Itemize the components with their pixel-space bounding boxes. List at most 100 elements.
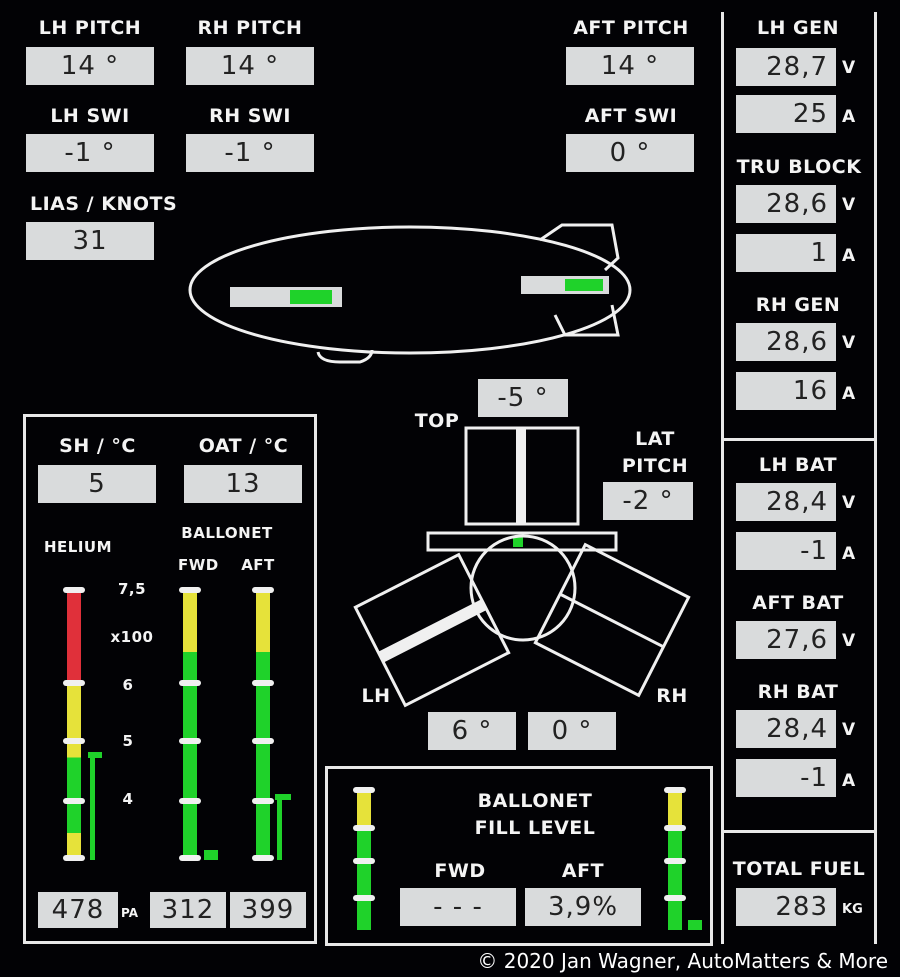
fwd-pressure-value: 312 — [150, 892, 226, 928]
lh-bat-amps-unit: A — [842, 544, 856, 564]
lh-pitch-label: LH PITCH — [38, 17, 142, 39]
lh-pitch-value: 14 ° — [26, 47, 154, 85]
rh-bat-volts: 28,4 — [736, 710, 836, 748]
fill-aft-label: AFT — [561, 860, 605, 882]
fwd-tick — [179, 680, 201, 686]
rh-bat-amps: -1 — [736, 759, 836, 797]
sh-temp-value: 5 — [38, 465, 156, 503]
helium-pressure-value: 478 — [38, 892, 118, 928]
fwd-tick — [179, 587, 201, 593]
rh-bat-volts-unit: V — [842, 720, 856, 740]
helium-tick — [63, 855, 85, 861]
airship-envelope — [188, 225, 632, 355]
aft-bat-volts: 27,6 — [736, 621, 836, 659]
helium-tick — [63, 680, 85, 686]
rh-tilt-value: 0 ° — [528, 712, 616, 750]
tru-block-amps: 1 — [736, 234, 836, 272]
fill-title-2: FILL LEVEL — [474, 817, 596, 839]
fill-fwd-tick — [353, 825, 375, 831]
aft-swi-value: 0 ° — [566, 134, 694, 172]
fwd-tick — [179, 738, 201, 744]
aft-engine-bar — [565, 279, 603, 291]
lat-value: -2 ° — [603, 482, 693, 520]
helium-tick — [63, 798, 85, 804]
rh-gen-amps-unit: A — [842, 384, 856, 404]
fill-aft-tick — [664, 825, 686, 831]
fill-fwd-tick — [353, 858, 375, 864]
aft-tick — [252, 587, 274, 593]
sh-temp-label: SH / °C — [59, 435, 136, 457]
ballonet-fill-frame — [325, 766, 713, 946]
aft-ballonet-gauge — [256, 590, 270, 860]
power-divider-fuel — [721, 830, 877, 833]
fwd-pointer — [204, 850, 218, 860]
gauge-fwd-label: FWD — [178, 556, 219, 574]
scale-4: 4 — [122, 790, 134, 808]
rh-gen-label: RH GEN — [755, 294, 841, 316]
rh-engine-tilt — [533, 542, 691, 698]
rh-bat-amps-unit: A — [842, 771, 856, 791]
fill-aft-tick — [664, 858, 686, 864]
helium-tick — [63, 738, 85, 744]
tru-block-volts-unit: V — [842, 195, 856, 215]
lh-gen-amps: 25 — [736, 95, 836, 133]
airship-gondola — [316, 349, 374, 364]
fill-title-1: BALLONET — [477, 790, 593, 812]
aft-pressure-value: 399 — [230, 892, 306, 928]
gauge-aft-label: AFT — [241, 556, 275, 574]
gondola-circle — [469, 534, 577, 642]
rh-swi-value: -1 ° — [186, 134, 314, 172]
ballonet-label: BALLONET — [181, 524, 273, 542]
rh-gen-volts-unit: V — [842, 333, 856, 353]
lat-label-2: PITCH — [621, 455, 689, 477]
lh-bat-volts-unit: V — [842, 493, 856, 513]
lh-swi-label: LH SWI — [50, 105, 130, 127]
lh-bat-volts: 28,4 — [736, 483, 836, 521]
aft-bat-label: AFT BAT — [752, 592, 844, 614]
aft-pitch-label: AFT PITCH — [573, 17, 689, 39]
gauges-panel-frame — [23, 414, 317, 944]
scale-7-5: 7,5 — [117, 580, 147, 598]
rh-gen-volts: 28,6 — [736, 323, 836, 361]
lias-label: LIAS / KNOTS — [30, 193, 178, 215]
lh-gen-volts: 28,7 — [736, 48, 836, 86]
copyright-footer: © 2020 Jan Wagner, AutoMatters & More — [477, 949, 888, 973]
lat-bar — [426, 531, 618, 552]
aft-tick — [252, 855, 274, 861]
lh-engine-tilt — [353, 552, 511, 708]
aft-pointer — [277, 797, 282, 860]
pa-unit: PA — [121, 906, 138, 920]
helium-pointer-head — [88, 752, 102, 758]
tru-block-amps-unit: A — [842, 246, 856, 266]
scale-mult: x100 — [110, 628, 154, 646]
rh-pitch-label: RH PITCH — [197, 17, 303, 39]
fill-fwd-tick — [353, 787, 375, 793]
rh-swi-label: RH SWI — [209, 105, 291, 127]
fill-fwd-tick — [353, 895, 375, 901]
fill-aft-pointer — [688, 920, 702, 930]
lh-gen-amps-unit: A — [842, 107, 856, 127]
scale-6: 6 — [122, 676, 134, 694]
airship-top-fin — [539, 223, 620, 272]
tru-block-volts: 28,6 — [736, 185, 836, 223]
aft-swi-label: AFT SWI — [584, 105, 678, 127]
total-fuel-value: 283 — [736, 888, 836, 926]
power-divider-right — [874, 12, 877, 944]
aft-pitch-value: 14 ° — [566, 47, 694, 85]
total-fuel-label: TOTAL FUEL — [732, 858, 866, 880]
lh-engine-bar — [290, 290, 332, 304]
fwd-tick — [179, 798, 201, 804]
rh-gen-amps: 16 — [736, 372, 836, 410]
aft-tick — [252, 798, 274, 804]
oat-temp-label: OAT / °C — [198, 435, 289, 457]
fill-fwd-value: - - - — [400, 888, 516, 926]
fill-fwd-label: FWD — [434, 860, 486, 882]
rh-bat-label: RH BAT — [757, 681, 839, 703]
oat-temp-value: 13 — [184, 465, 302, 503]
top-label: TOP — [414, 410, 460, 432]
total-fuel-unit: KG — [842, 902, 863, 917]
lh-tilt-value: 6 ° — [428, 712, 516, 750]
power-divider-left — [721, 12, 724, 944]
aft-bat-volts-unit: V — [842, 631, 856, 651]
